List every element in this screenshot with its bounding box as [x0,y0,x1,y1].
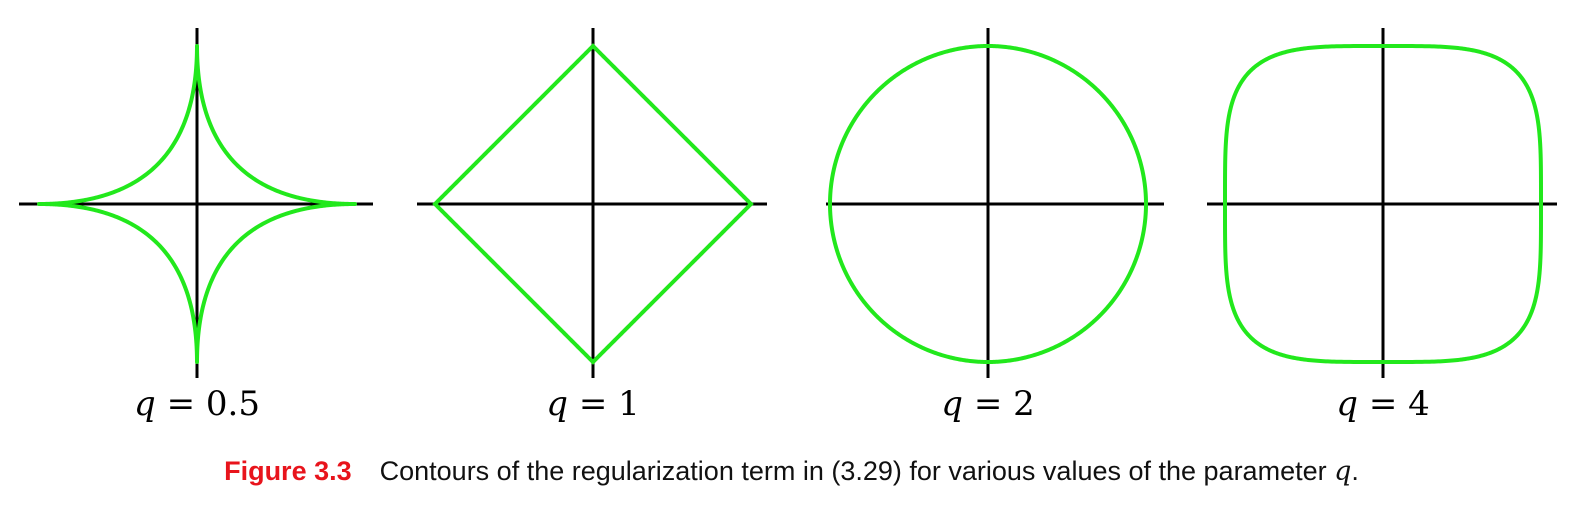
panel-q-2: q = 2 [826,28,1164,424]
contour-curve [37,44,357,364]
caption-text: Contours of the regularization term in (… [379,456,1335,486]
figure-number: Figure 3.3 [224,456,352,486]
q-label: q = 1 [546,384,640,424]
caption-param: q [1334,456,1352,487]
panel-q-0-5: q = 0.5 [19,28,373,424]
q-label: q = 0.5 [134,384,260,424]
figure-caption: Figure 3.3 Contours of the regularization… [0,456,1583,487]
q-label: q = 4 [1336,384,1430,424]
contour-curve [1223,44,1543,364]
panel-q-4: q = 4 [1207,28,1557,424]
caption-end: . [1351,456,1359,486]
contour-curve [828,44,1148,364]
contour-curve [432,43,754,365]
q-label: q = 2 [941,384,1035,424]
figure-panels: q = 0.5 q = 1 q = 2 q = 4 [19,28,1557,424]
panel-q-1: q = 1 [417,28,767,424]
